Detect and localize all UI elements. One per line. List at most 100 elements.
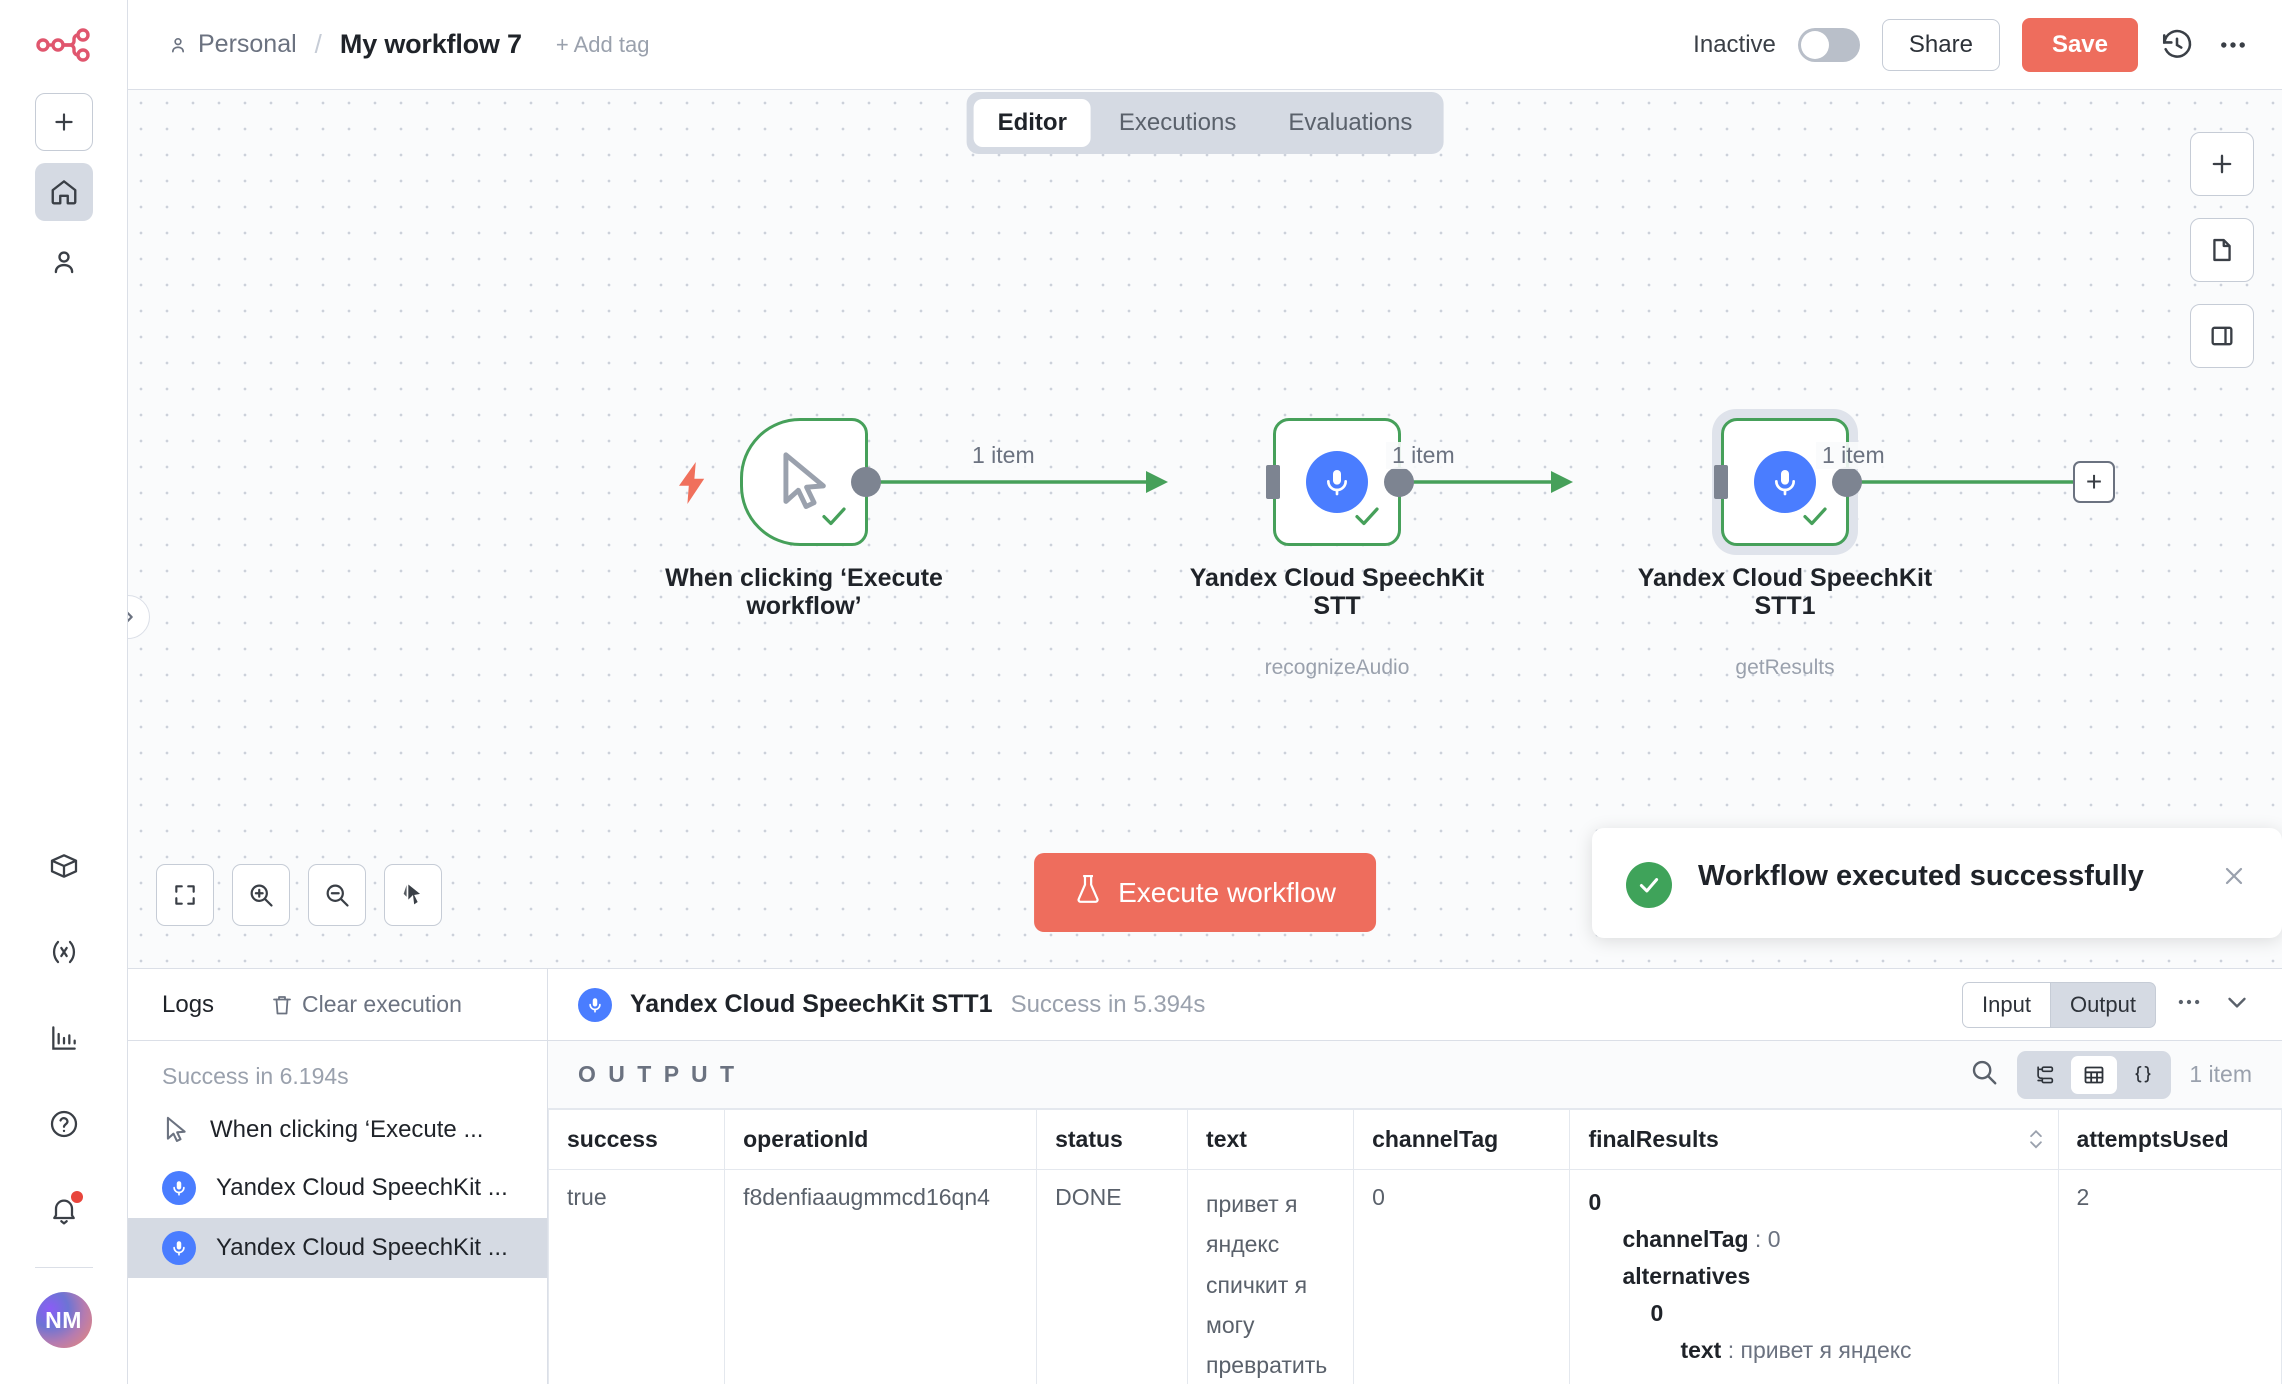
toggle-panel-button[interactable] bbox=[2190, 304, 2254, 368]
view-tabs: Editor Executions Evaluations bbox=[966, 92, 1444, 154]
close-icon[interactable] bbox=[2220, 862, 2248, 897]
node-input-port[interactable] bbox=[1714, 465, 1728, 499]
microphone-icon bbox=[578, 987, 612, 1022]
split-panel-icon bbox=[2211, 326, 2233, 346]
column-header-attemptsused[interactable]: attemptsUsed bbox=[2057, 1109, 2282, 1170]
tab-executions[interactable]: Executions bbox=[1118, 109, 1237, 136]
logs-header: Logs Clear execution bbox=[128, 969, 547, 1041]
node-when-clicking-execute-workflow[interactable]: When clicking ‘Execute workflow’ bbox=[665, 418, 943, 620]
node-body[interactable] bbox=[1712, 409, 1862, 555]
connection-label: 1 item bbox=[1386, 442, 1461, 469]
node-subtitle: recognizeAudio bbox=[1264, 656, 1410, 679]
json-node: 0 bbox=[1588, 1189, 1602, 1215]
toast-title: Workflow executed successfully bbox=[1698, 860, 2144, 892]
variables-button[interactable] bbox=[35, 923, 93, 981]
node-success-check-icon bbox=[1798, 501, 1832, 537]
zoom-out-button[interactable] bbox=[308, 864, 366, 926]
table-view-button[interactable] bbox=[2071, 1055, 2118, 1094]
json-view-button[interactable] bbox=[2120, 1056, 2166, 1094]
breadcrumb: Personal / My workflow 7 + Add tag bbox=[168, 29, 649, 60]
list-item-label: Yandex Cloud SpeechKit ... bbox=[216, 1174, 508, 1201]
input-tab-button[interactable]: Input bbox=[1962, 981, 2051, 1028]
n8n-logo[interactable] bbox=[35, 28, 92, 67]
output-more-icon[interactable] bbox=[2174, 987, 2204, 1022]
avatar[interactable]: NM bbox=[35, 1292, 92, 1348]
page-title[interactable]: My workflow 7 bbox=[339, 29, 522, 59]
tidy-up-button[interactable] bbox=[384, 864, 442, 926]
node-yandex-cloud-speechkit-stt[interactable]: Yandex Cloud SpeechKit STT recognizeAudi… bbox=[1190, 418, 1484, 679]
help-button[interactable] bbox=[35, 1095, 93, 1153]
output-table: success operationId status text channelT… bbox=[548, 1109, 2282, 1384]
node-yandex-cloud-speechkit-stt1[interactable]: Yandex Cloud SpeechKit STT1 getResults bbox=[1638, 409, 1932, 679]
column-header-success[interactable]: success bbox=[548, 1109, 726, 1170]
view-mode-group bbox=[2017, 1050, 2172, 1099]
sidebar-bottom-group: NM bbox=[34, 837, 93, 1384]
node-output-port[interactable] bbox=[1832, 467, 1862, 497]
execute-workflow-button[interactable]: Execute workflow bbox=[1034, 853, 1376, 932]
add-next-node-button[interactable]: + bbox=[2073, 461, 2115, 503]
node-title: Yandex Cloud SpeechKit STT bbox=[1189, 564, 1485, 620]
list-item[interactable]: When clicking ‘Execute ... bbox=[128, 1102, 547, 1158]
node-output-port[interactable] bbox=[851, 467, 881, 497]
column-header-finalresults[interactable]: finalResults bbox=[1569, 1109, 2059, 1170]
personal-projects-button[interactable] bbox=[35, 233, 93, 291]
node-output-port[interactable] bbox=[1384, 467, 1414, 497]
column-header-status[interactable]: status bbox=[1036, 1109, 1189, 1170]
column-header-channeltag[interactable]: channelTag bbox=[1353, 1109, 1571, 1170]
add-node-button[interactable] bbox=[2190, 132, 2254, 196]
tab-evaluations[interactable]: Evaluations bbox=[1288, 109, 1413, 136]
zoom-to-fit-button[interactable] bbox=[156, 864, 214, 926]
column-header-operationid[interactable]: operationId bbox=[724, 1109, 1038, 1170]
share-button[interactable]: Share bbox=[1881, 18, 2000, 71]
output-table-wrapper[interactable]: success operationId status text channelT… bbox=[548, 1109, 2282, 1384]
schema-view-button[interactable] bbox=[2022, 1056, 2068, 1094]
node-input-port[interactable] bbox=[1266, 465, 1280, 499]
expand-sidebar-handle[interactable] bbox=[128, 595, 150, 639]
activate-workflow-toggle[interactable] bbox=[1797, 27, 1860, 62]
sidebar-divider bbox=[34, 1267, 93, 1268]
toggle-knob bbox=[1800, 30, 1829, 59]
breadcrumb-project[interactable]: Personal bbox=[168, 30, 297, 59]
notification-dot bbox=[70, 1191, 83, 1203]
cursor-pointer-icon bbox=[166, 1116, 186, 1142]
history-clock-icon[interactable] bbox=[2160, 28, 2194, 62]
workflow-canvas[interactable]: When clicking ‘Execute workflow’ Yandex … bbox=[128, 90, 2282, 968]
microphone-icon bbox=[162, 1171, 196, 1205]
node-body[interactable] bbox=[1266, 418, 1414, 546]
insights-button[interactable] bbox=[35, 1009, 93, 1067]
trigger-bolt-icon bbox=[676, 462, 710, 514]
node-body[interactable] bbox=[740, 418, 881, 546]
save-button[interactable]: Save bbox=[2021, 17, 2138, 72]
column-header-text[interactable]: text bbox=[1187, 1109, 1355, 1170]
output-column: Yandex Cloud SpeechKit STT1 Success in 5… bbox=[548, 969, 2282, 1384]
add-sticky-note-button[interactable] bbox=[2190, 218, 2254, 282]
logs-column: Logs Clear execution Success in 6.194s W… bbox=[128, 969, 548, 1384]
more-options-icon[interactable] bbox=[2216, 28, 2250, 62]
toast-notification: Workflow executed successfully bbox=[1592, 828, 2282, 938]
overview-home-button[interactable] bbox=[34, 163, 93, 221]
templates-button[interactable] bbox=[35, 837, 93, 895]
cursor-pointer-icon bbox=[783, 452, 826, 509]
clear-execution-button[interactable]: Clear execution bbox=[270, 991, 462, 1018]
node-title: Yandex Cloud SpeechKit STT1 bbox=[1637, 564, 1933, 620]
trash-icon bbox=[273, 995, 291, 1014]
collapse-panel-icon[interactable] bbox=[2222, 987, 2252, 1022]
add-tag-button[interactable]: + Add tag bbox=[555, 31, 650, 57]
zoom-in-button[interactable] bbox=[232, 864, 290, 926]
list-item[interactable]: Yandex Cloud SpeechKit ... bbox=[128, 1218, 547, 1278]
output-header: Yandex Cloud SpeechKit STT1 Success in 5… bbox=[548, 969, 2282, 1041]
add-workflow-button[interactable] bbox=[34, 93, 93, 151]
sort-icon[interactable] bbox=[2028, 1128, 2044, 1152]
fit-screen-icon bbox=[175, 885, 195, 905]
json-node: channelTag : 0 bbox=[1622, 1226, 1781, 1252]
file-icon bbox=[2213, 238, 2231, 262]
logs-status: Success in 6.194s bbox=[162, 1063, 349, 1089]
search-icon[interactable] bbox=[1969, 1057, 1999, 1092]
notifications-button[interactable] bbox=[35, 1181, 93, 1239]
connection-label: 1 item bbox=[966, 442, 1041, 469]
list-item-label: When clicking ‘Execute ... bbox=[210, 1116, 484, 1143]
tab-editor[interactable]: Editor bbox=[973, 99, 1091, 147]
list-item[interactable]: Yandex Cloud SpeechKit ... bbox=[128, 1158, 547, 1218]
output-tab-button[interactable]: Output bbox=[2050, 981, 2156, 1028]
